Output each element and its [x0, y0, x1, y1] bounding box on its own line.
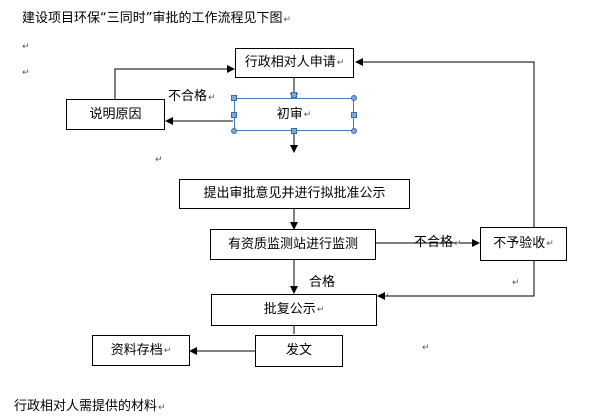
box-reject-label: 不予验收 [493, 236, 546, 251]
resize-handle-middle-left[interactable] [231, 112, 237, 118]
box-issue[interactable]: 发文 [255, 335, 343, 367]
box-propose-label: 提出审批意见并进行拟批准公示 [203, 186, 386, 201]
resize-handle-middle-right[interactable] [351, 112, 357, 118]
label-unqualified-right: 不合格↵ [414, 235, 462, 252]
label-qualified-text: 合格 [309, 275, 336, 290]
label-qualified: 合格 [309, 275, 335, 291]
paragraph-mark: ↵ [163, 345, 172, 356]
paragraph-mark: ↵ [283, 15, 292, 25]
box-reject[interactable]: 不予验收↵ [480, 227, 567, 261]
paragraph-mark: ↵ [422, 343, 430, 353]
arrow-explain-to-applicant [114, 65, 235, 99]
paragraph-mark: ↵ [382, 292, 390, 302]
paragraph-mark: ↵ [303, 109, 312, 120]
resize-handle-top-center[interactable] [291, 92, 297, 98]
paragraph-mark: ↵ [546, 239, 554, 249]
box-explain-label: 说明原因 [89, 106, 142, 122]
arrow-reject-to-reply [377, 260, 535, 300]
resize-handle-bottom-center[interactable] [291, 128, 297, 134]
box-reply-label: 批复公示 [263, 302, 316, 317]
paragraph-mark: ↵ [22, 68, 30, 78]
box-issue-label: 发文 [285, 343, 312, 358]
paragraph-mark: ↵ [336, 58, 345, 68]
box-explain[interactable]: 说明原因 [66, 99, 165, 130]
box-propose[interactable]: 提出审批意见并进行拟批准公示 [179, 179, 410, 209]
resize-handle-bottom-left[interactable] [231, 128, 237, 134]
box-review[interactable]: 初审↵ [234, 98, 354, 131]
box-monitor-label: 有资质监测站进行监测 [227, 236, 358, 252]
document-title: 建设项目环保“三同时”审批的工作流程见下图↵ [22, 11, 291, 28]
box-review-label: 初审 [276, 106, 303, 122]
resize-handle-top-right[interactable] [351, 95, 357, 101]
box-applicant-label: 行政相对人申请 [244, 55, 336, 70]
bottom-text: 行政相对人需提供的材料↵ [14, 399, 166, 416]
box-monitor[interactable]: 有资质监测站进行监测 [210, 229, 376, 260]
box-archive-label: 资料存档 [110, 342, 163, 358]
paragraph-mark: ↵ [155, 155, 163, 165]
paragraph-mark: ↵ [454, 239, 462, 249]
paragraph-mark: ↵ [158, 403, 166, 413]
paragraph-mark: ↵ [512, 278, 520, 288]
label-unqualified-top-text: 不合格 [168, 89, 208, 104]
paragraph-mark: ↵ [316, 305, 325, 315]
label-unqualified-top: 不合格↵ [168, 89, 216, 106]
title-text: 建设项目环保“三同时”审批的工作流程见下图 [22, 11, 283, 26]
box-reply[interactable]: 批复公示↵ [211, 294, 377, 326]
paragraph-mark: ↵ [22, 42, 30, 52]
resize-handle-bottom-right[interactable] [351, 128, 357, 134]
label-unqualified-right-text: 不合格 [414, 235, 454, 250]
arrow-reject-to-applicant [355, 58, 535, 228]
box-archive[interactable]: 资料存档↵ [92, 335, 190, 366]
box-applicant[interactable]: 行政相对人申请↵ [235, 48, 354, 78]
resize-handle-top-left[interactable] [231, 95, 237, 101]
bottom-text-content: 行政相对人需提供的材料 [14, 399, 158, 414]
paragraph-mark: ↵ [208, 93, 216, 103]
